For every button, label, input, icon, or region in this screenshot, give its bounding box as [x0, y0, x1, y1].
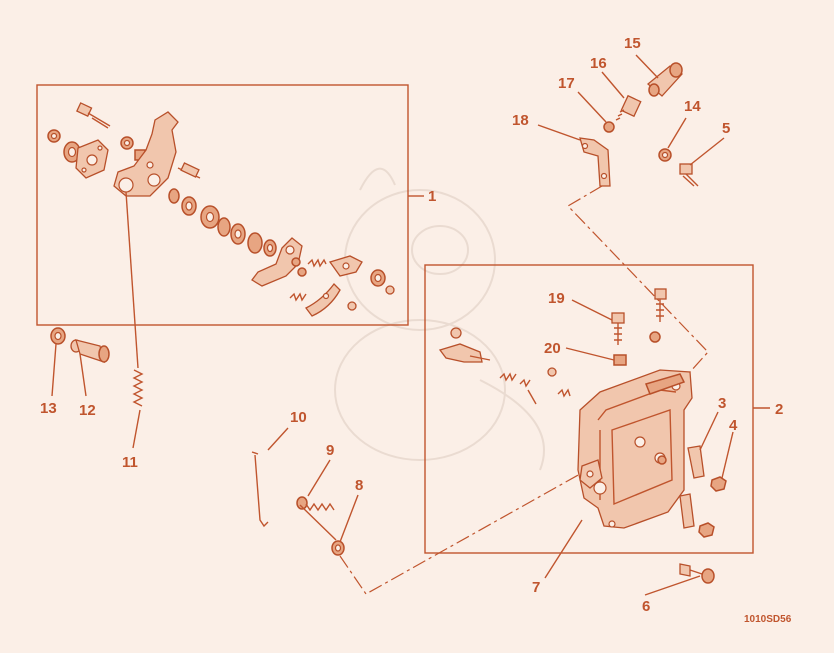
assembly-2-frame — [424, 264, 754, 554]
callout-labels: 1 2 3 4 5 6 7 8 9 10 11 12 13 14 15 16 1… — [40, 35, 792, 625]
leader-lines — [51, 54, 770, 596]
governor-arm — [113, 111, 179, 197]
bolt-part — [76, 102, 111, 129]
loose-parts — [50, 62, 715, 584]
watermark-mascot — [334, 167, 545, 471]
callout-13: 13 — [40, 400, 57, 417]
callout-11: 11 — [122, 454, 138, 471]
assembly-1-frame — [36, 84, 409, 326]
governor-housing — [577, 369, 693, 529]
callout-2: 2 — [775, 401, 783, 418]
callout-19: 19 — [548, 290, 565, 307]
curved-link — [305, 283, 341, 317]
callout-5: 5 — [722, 120, 730, 137]
callout-9: 9 — [326, 442, 334, 459]
callout-10: 10 — [290, 409, 307, 426]
callout-6: 6 — [642, 598, 650, 615]
connection-lines — [339, 185, 709, 595]
assembly-1-parts — [47, 102, 395, 317]
callout-8: 8 — [355, 477, 363, 494]
figure-code: 1010SD56 — [744, 614, 792, 625]
callout-4: 4 — [729, 417, 738, 434]
callout-15: 15 — [624, 35, 641, 52]
callout-14: 14 — [684, 98, 701, 115]
callout-18: 18 — [512, 112, 529, 129]
shaft-lever — [438, 343, 483, 363]
callout-17: 17 — [558, 75, 575, 92]
callout-3: 3 — [718, 395, 726, 412]
callout-20: 20 — [544, 340, 561, 357]
callout-7: 7 — [532, 579, 540, 596]
callout-16: 16 — [590, 55, 607, 72]
assembly-2-parts — [438, 288, 727, 538]
callout-1: 1 — [428, 188, 436, 205]
callout-12: 12 — [79, 402, 96, 419]
